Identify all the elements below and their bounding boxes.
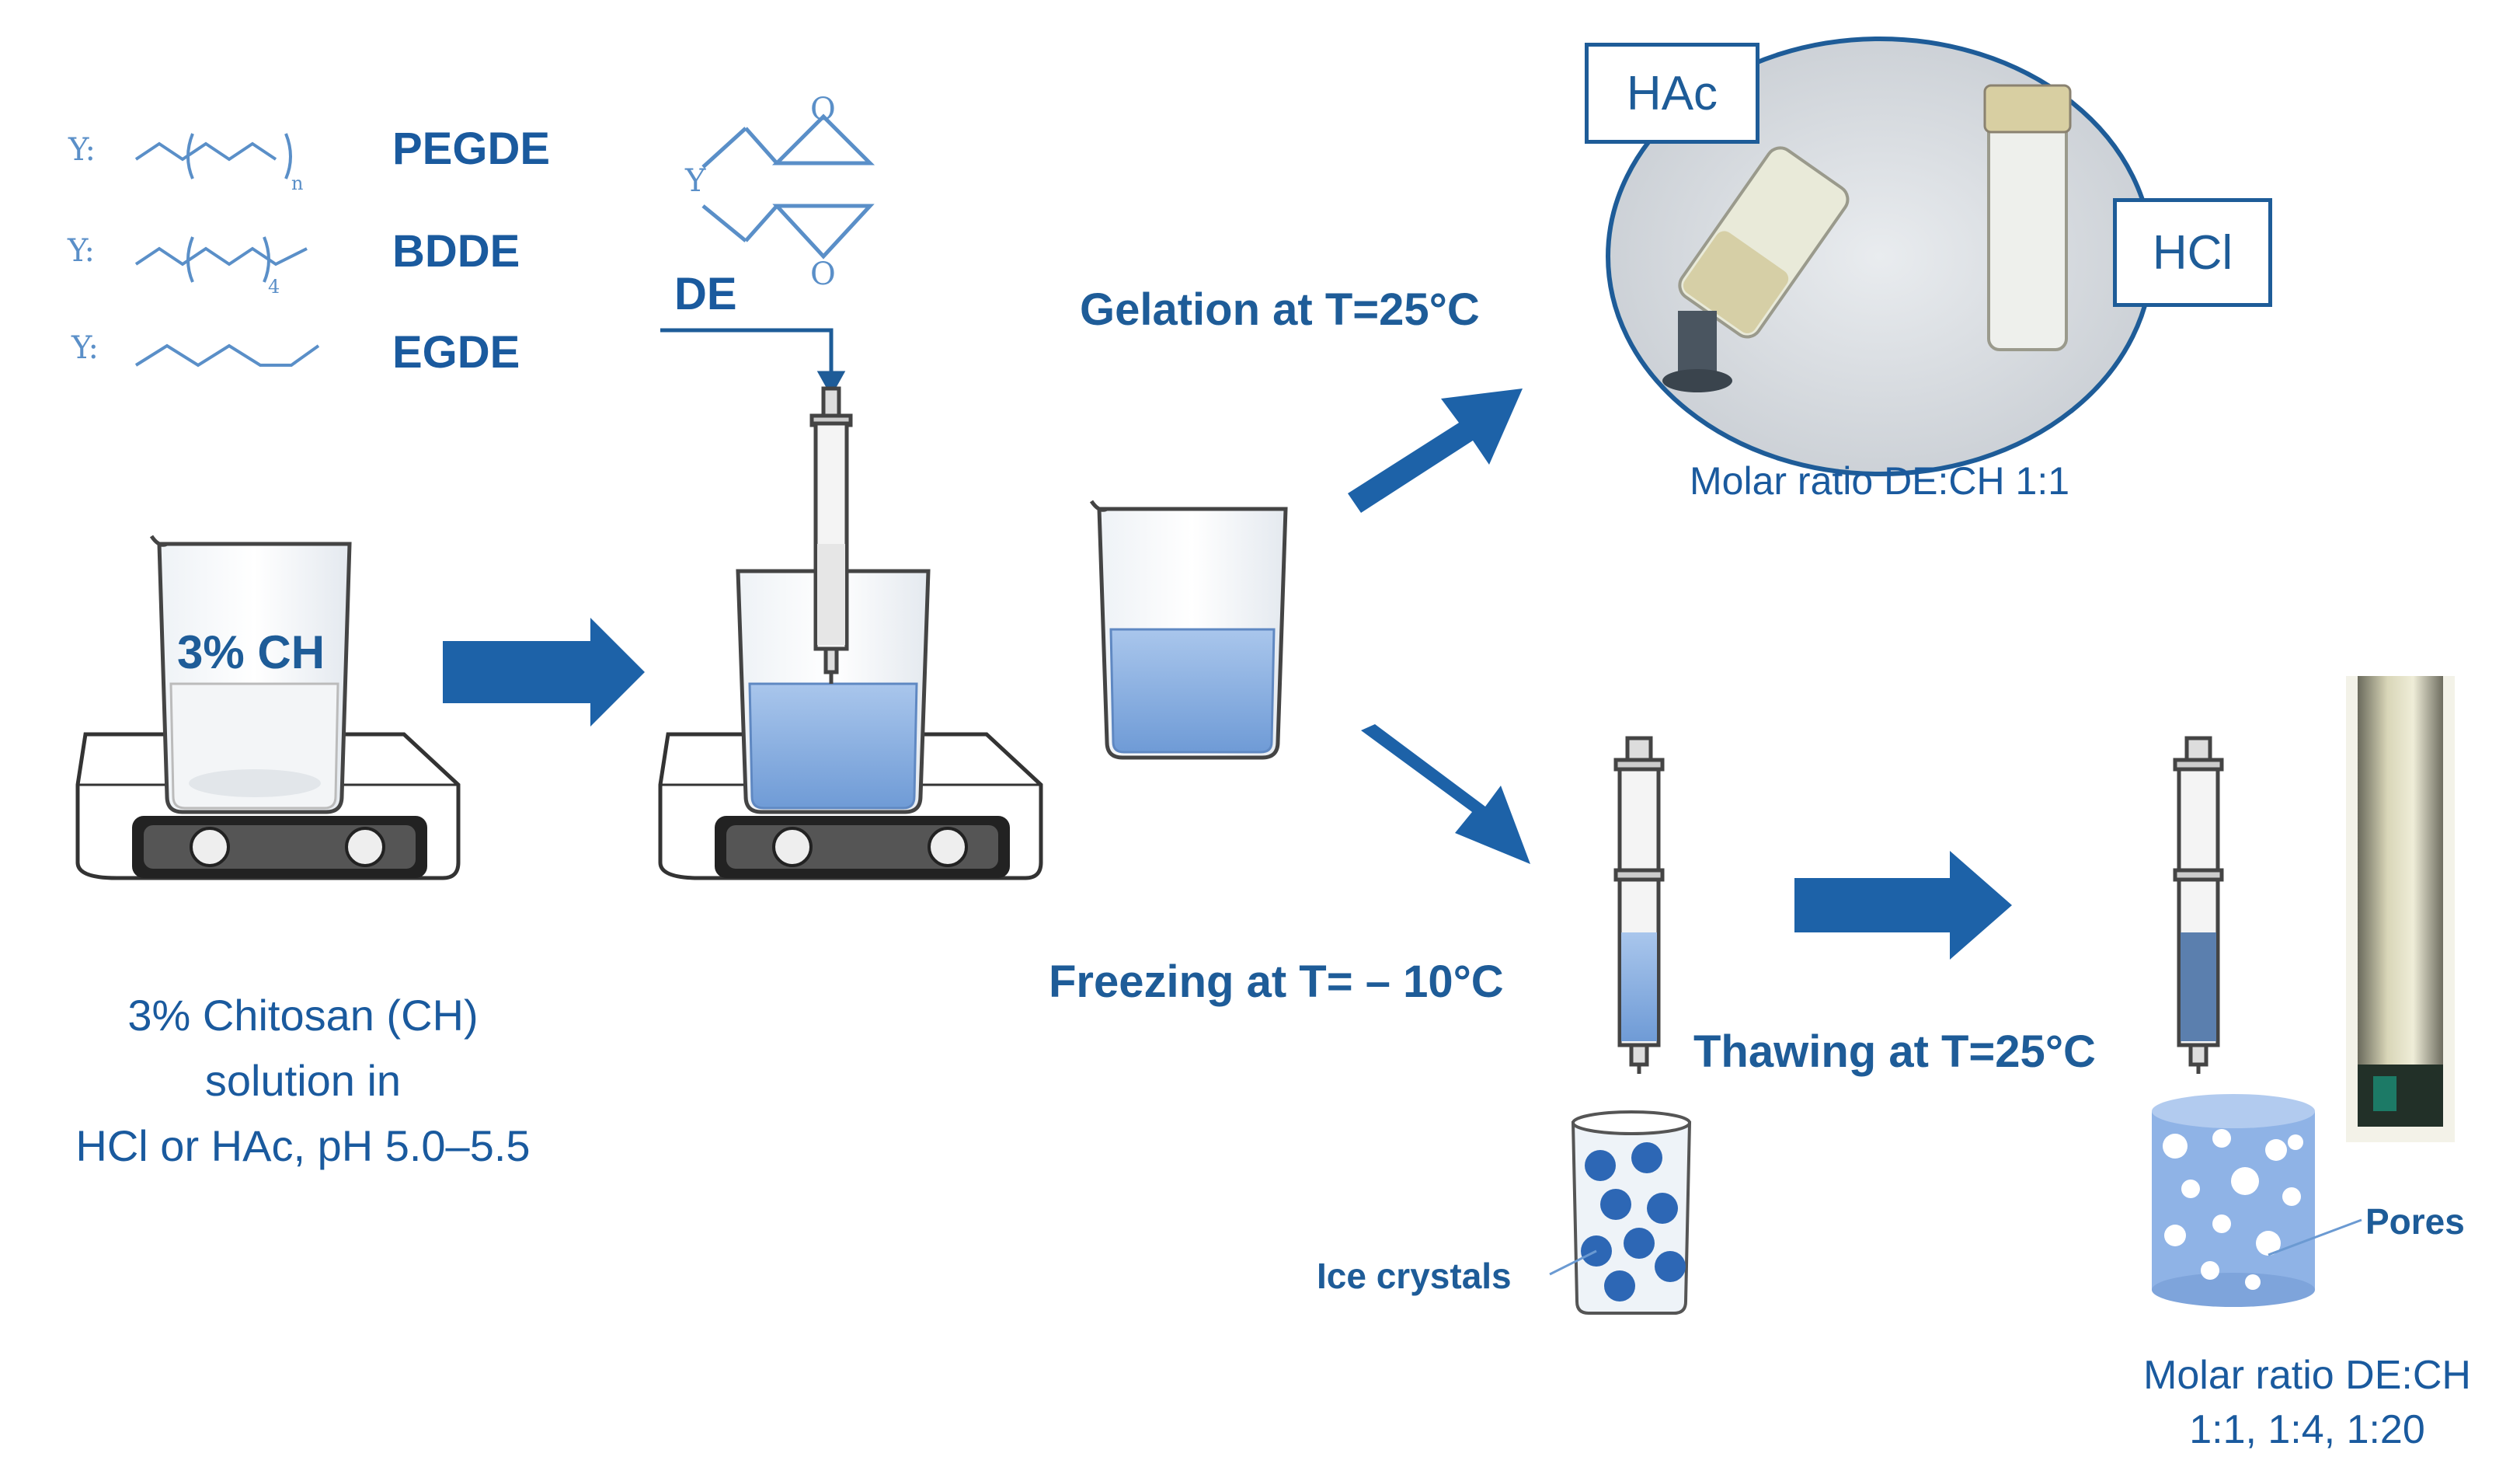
egde-label: EGDE — [392, 327, 520, 378]
pores-callout-line — [2268, 1218, 2362, 1256]
cryo-caption-line2: 1:1, 1:4, 1:20 — [2189, 1407, 2425, 1452]
cryo-caption: Molar ratio DE:CH 1:1, 1:4, 1:20 — [2097, 1348, 2517, 1457]
flow-arrow-1 — [443, 618, 645, 727]
egde-y-prefix: Y: — [71, 330, 99, 366]
pore — [2181, 1180, 2200, 1198]
thawing-label: Thawing at T=25°C — [1693, 1026, 2096, 1077]
ice-crystal — [1655, 1251, 1686, 1282]
pegde-y-prefix: Y: — [68, 132, 96, 168]
de-oxygen-bottom: O — [810, 256, 836, 292]
freezing-label: Freezing at T= – 10°C — [1049, 957, 1504, 1007]
pore — [2231, 1167, 2259, 1195]
pegde-subscript: n — [291, 172, 304, 194]
pore — [2163, 1134, 2188, 1159]
beaker-ch-label: 3% CH — [177, 626, 325, 678]
bdde-formula — [134, 236, 308, 283]
gelation-label: Gelation at T=25°C — [1080, 284, 1480, 335]
de-oxygen-top: O — [810, 92, 836, 127]
freezing-arrow — [1361, 724, 1530, 864]
thawing-arrow — [1794, 851, 2012, 960]
bdde-label: BDDE — [392, 226, 520, 277]
bdde-y-prefix: Y: — [68, 233, 95, 269]
step1-caption-line2: solution in — [204, 1056, 402, 1105]
bdde-subscript: 4 — [268, 276, 280, 298]
ice-crystals — [1581, 1142, 1686, 1302]
pore — [2256, 1231, 2281, 1256]
pore — [2265, 1139, 2287, 1161]
cryogel-tube-photo — [2346, 676, 2455, 1142]
pore — [2164, 1225, 2186, 1246]
ice-crystal — [1585, 1150, 1616, 1181]
ice-crystal — [1600, 1189, 1631, 1220]
ice-crystal — [1631, 1142, 1662, 1173]
pore — [2245, 1274, 2261, 1290]
de-label: DE — [674, 269, 737, 319]
ice-crystal — [1647, 1193, 1678, 1224]
cryo-caption-line1: Molar ratio DE:CH — [2143, 1353, 2471, 1398]
beaker-chitosan — [149, 535, 352, 814]
gelation-photo — [1606, 37, 2154, 476]
de-y-label: Y — [685, 163, 706, 199]
pores — [2163, 1129, 2303, 1290]
egde-formula — [134, 343, 320, 368]
pegde-label: PEGDE — [392, 124, 551, 174]
syringe-de — [809, 386, 853, 684]
gelation-arrow — [1348, 389, 1523, 513]
beaker-with-crosslinker — [736, 569, 931, 814]
ice-crystal — [1624, 1228, 1655, 1259]
pore — [2212, 1129, 2231, 1148]
ice-callout-line — [1549, 1249, 1597, 1276]
beaker-mixture — [1089, 500, 1288, 760]
step1-caption-line3: HCl or HAc, pH 5.0–5.5 — [75, 1121, 531, 1170]
photo-tag-hac: HAc — [1585, 43, 1759, 144]
de-epoxide-formula — [701, 113, 875, 260]
syringe-frozen — [1613, 736, 1665, 1074]
gelation-molar-ratio: Molar ratio DE:CH 1:1 — [1690, 459, 2070, 503]
pore — [2201, 1261, 2219, 1280]
syringe-thawed — [2173, 736, 2224, 1074]
ice-crystals-label: Ice crystals — [1317, 1256, 1512, 1296]
de-addition-arrow — [660, 328, 846, 397]
ice-crystal — [1604, 1270, 1635, 1302]
pores-label: Pores — [2365, 1201, 2465, 1242]
photo-tag-hcl: HCl — [2113, 198, 2272, 307]
step1-caption: 3% Chitosan (CH) solution in HCl or HAc,… — [8, 983, 598, 1179]
pore — [2282, 1187, 2301, 1206]
step1-caption-line1: 3% Chitosan (CH) — [127, 991, 479, 1040]
pegde-formula — [134, 133, 292, 179]
pore — [2212, 1214, 2231, 1233]
pore — [2288, 1134, 2303, 1150]
